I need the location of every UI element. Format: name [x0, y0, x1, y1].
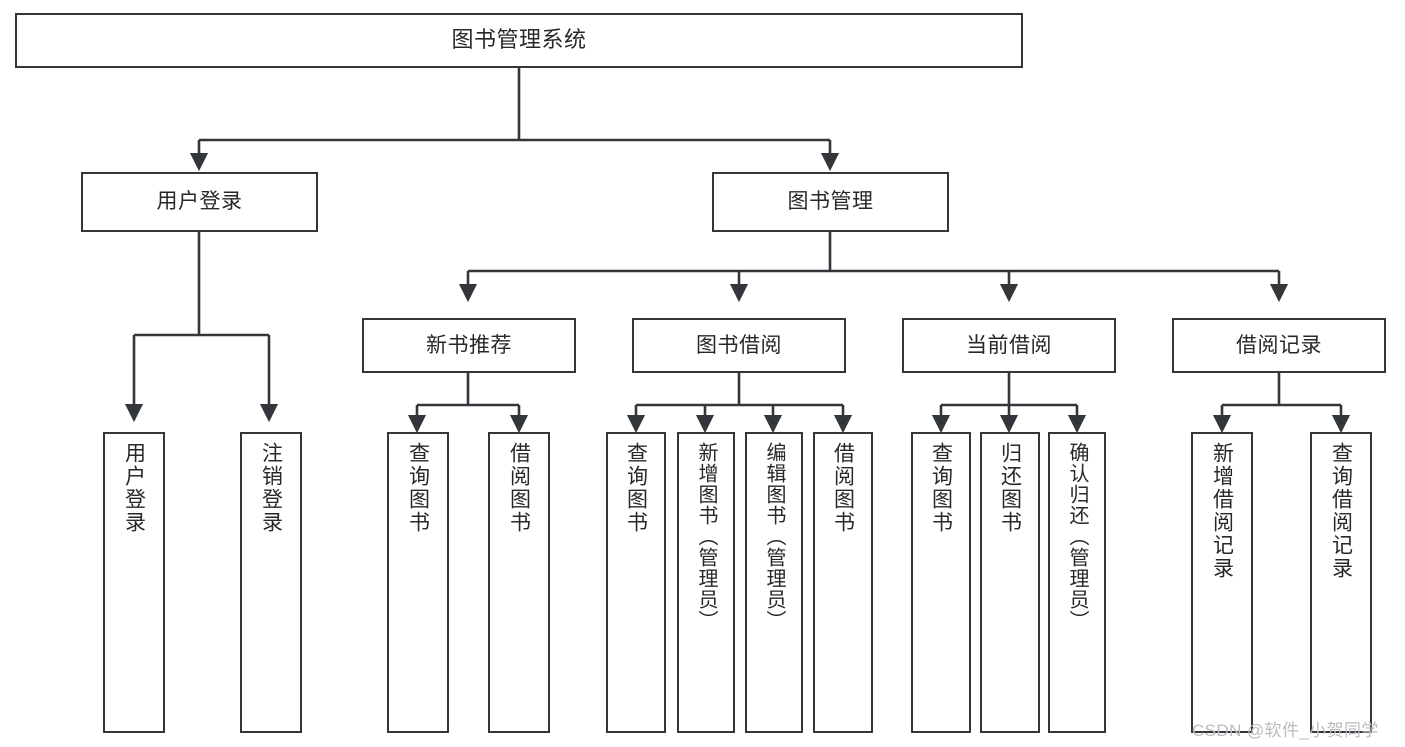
node-root-book-management-system[interactable]: 图书管理系统: [15, 13, 1023, 68]
leaf-new-book-query-book-label: 查询图书: [406, 442, 430, 534]
leaf-book-borrow-borrow-book-label: 借阅图书: [831, 442, 855, 534]
node-book-management-label: 图书管理: [787, 190, 874, 214]
leaf-book-borrow-query-book[interactable]: 查询图书: [606, 432, 666, 733]
node-user-login[interactable]: 用户登录: [81, 172, 318, 232]
leaf-current-borrow-return-book[interactable]: 归还图书: [980, 432, 1040, 733]
leaf-borrow-record-query-record-label: 查询借阅记录: [1329, 442, 1353, 580]
leaf-borrow-record-add-record[interactable]: 新增借阅记录: [1191, 432, 1253, 733]
leaf-user-login-login-label: 用户登录: [122, 442, 146, 534]
leaf-new-book-borrow-book-label: 借阅图书: [507, 442, 531, 534]
leaf-new-book-query-book[interactable]: 查询图书: [387, 432, 449, 733]
leaf-book-borrow-add-book[interactable]: 新增图书（管理员）: [677, 432, 735, 733]
leaf-current-borrow-confirm-return[interactable]: 确认归还（管理员）: [1048, 432, 1106, 733]
leaf-borrow-record-query-record[interactable]: 查询借阅记录: [1310, 432, 1372, 733]
node-user-login-label: 用户登录: [156, 190, 243, 214]
leaf-borrow-record-add-record-label: 新增借阅记录: [1210, 442, 1234, 580]
leaf-current-borrow-return-book-label: 归还图书: [998, 442, 1022, 534]
node-book-borrow[interactable]: 图书借阅: [632, 318, 846, 373]
leaf-book-borrow-borrow-book[interactable]: 借阅图书: [813, 432, 873, 733]
node-new-book-recommend-label: 新书推荐: [426, 333, 512, 357]
node-borrow-record-label: 借阅记录: [1236, 333, 1322, 357]
leaf-user-login-login[interactable]: 用户登录: [103, 432, 165, 733]
node-root-label: 图书管理系统: [451, 27, 587, 53]
leaf-current-borrow-query-book-label: 查询图书: [929, 442, 953, 534]
leaf-user-login-logout[interactable]: 注销登录: [240, 432, 302, 733]
leaf-book-borrow-add-book-label: 新增图书（管理员）: [695, 442, 717, 631]
leaf-book-borrow-edit-book[interactable]: 编辑图书（管理员）: [745, 432, 803, 733]
leaf-book-borrow-query-book-label: 查询图书: [624, 442, 648, 534]
node-book-borrow-label: 图书借阅: [696, 333, 782, 357]
leaf-current-borrow-query-book[interactable]: 查询图书: [911, 432, 971, 733]
node-current-borrow-label: 当前借阅: [966, 333, 1052, 357]
node-borrow-record[interactable]: 借阅记录: [1172, 318, 1386, 373]
node-book-management[interactable]: 图书管理: [712, 172, 949, 232]
leaf-new-book-borrow-book[interactable]: 借阅图书: [488, 432, 550, 733]
leaf-book-borrow-edit-book-label: 编辑图书（管理员）: [763, 442, 785, 631]
leaf-user-login-logout-label: 注销登录: [259, 442, 283, 534]
node-current-borrow[interactable]: 当前借阅: [902, 318, 1116, 373]
node-new-book-recommend[interactable]: 新书推荐: [362, 318, 576, 373]
leaf-current-borrow-confirm-return-label: 确认归还（管理员）: [1066, 442, 1088, 631]
